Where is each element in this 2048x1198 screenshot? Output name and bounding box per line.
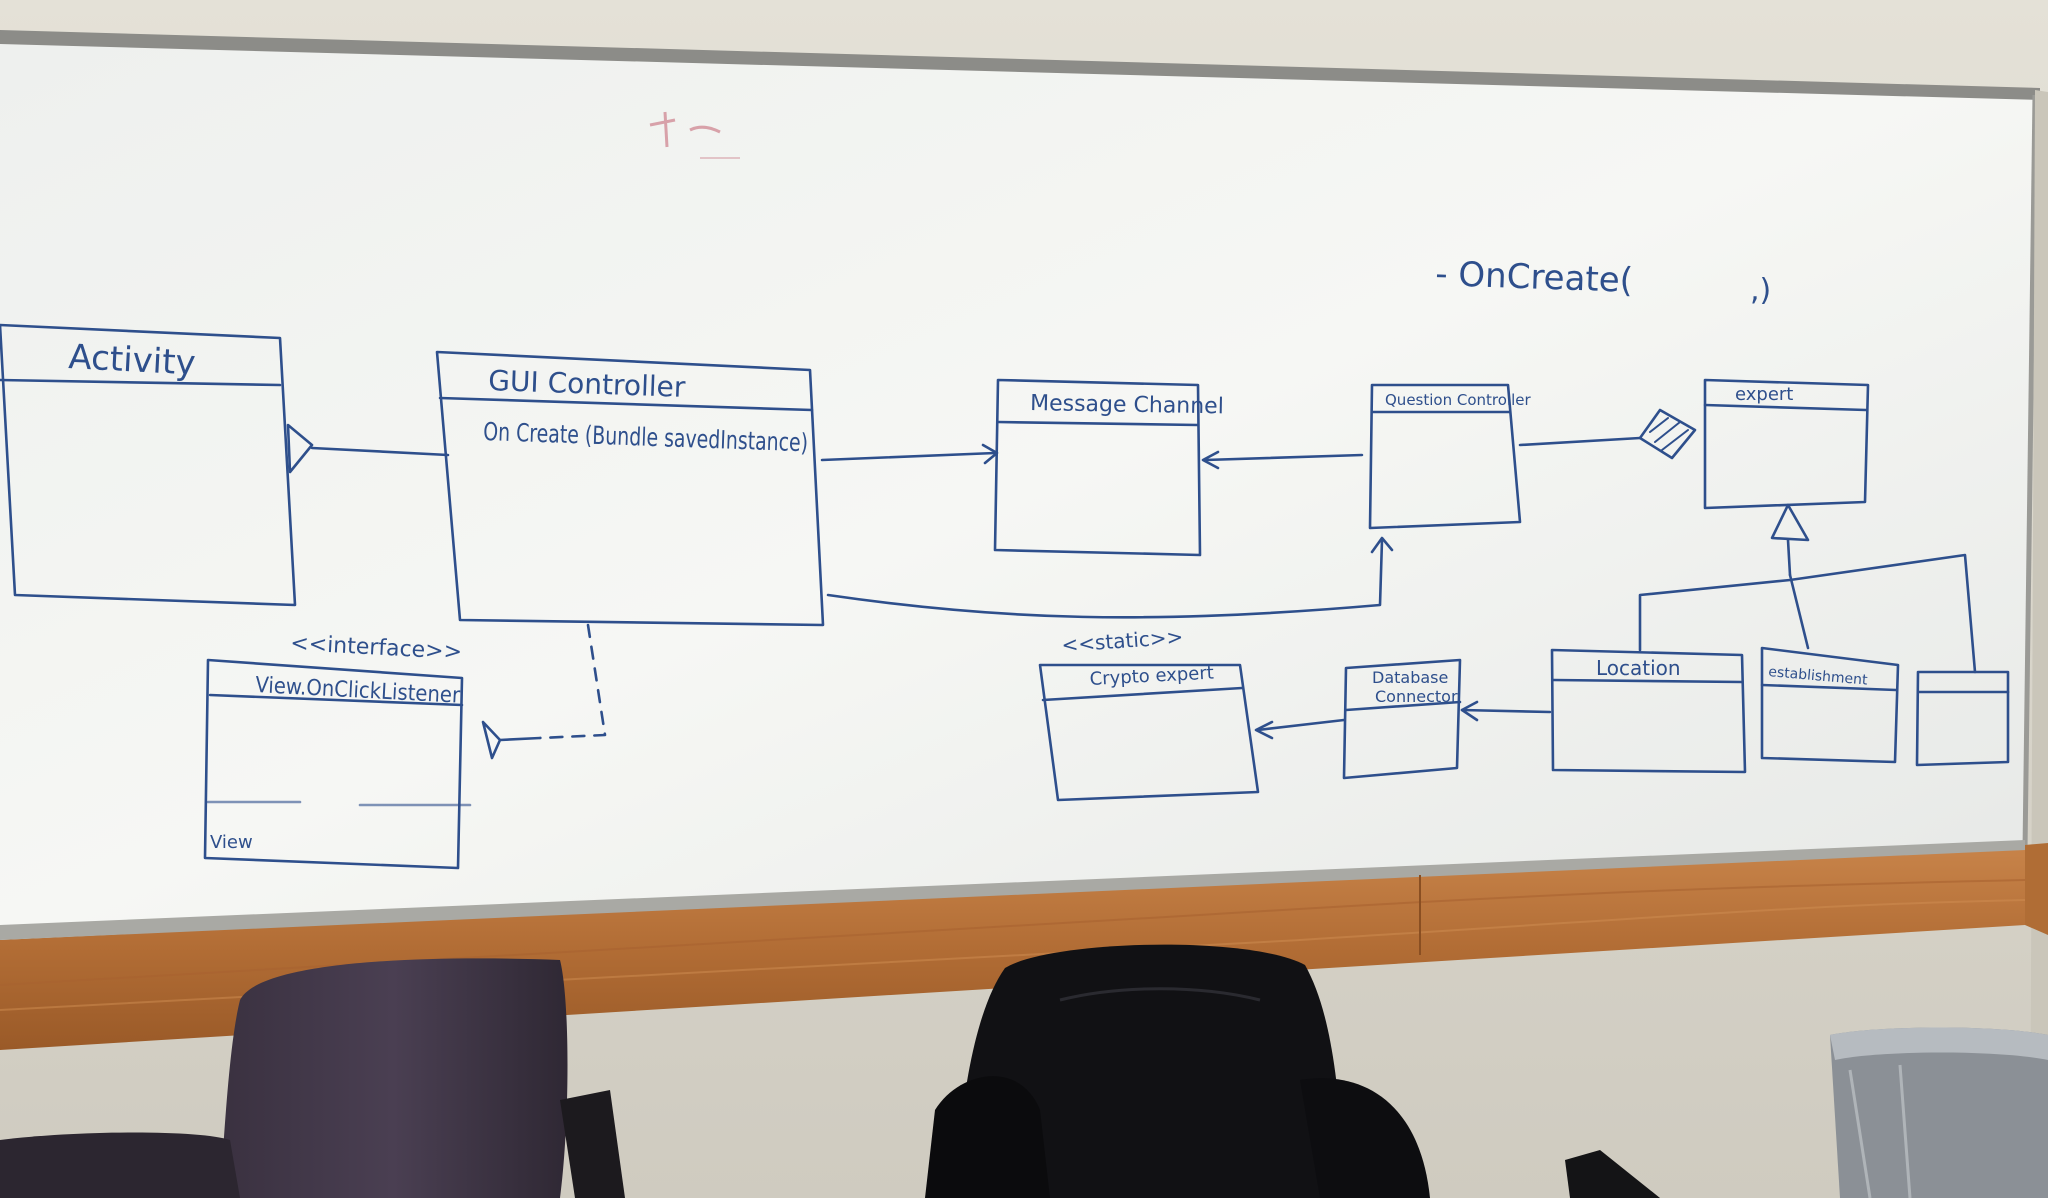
left-chair <box>0 958 625 1198</box>
stray-note-text: - OnCreate( <box>1435 254 1634 301</box>
location-divider <box>1551 678 1744 684</box>
gui-to-activity-line <box>310 446 450 457</box>
whiteboard <box>0 40 2035 940</box>
arrowhead <box>1254 720 1274 740</box>
establishment-divider <box>1760 683 1898 692</box>
expert-class-name: expert <box>1735 384 1793 405</box>
stray-note-tail: ,) <box>1750 273 1771 308</box>
view-listener-member: View <box>210 832 253 853</box>
board-frame-right <box>2022 94 2038 851</box>
view-listener-lower-divider <box>206 800 472 807</box>
diamond-hatch <box>1649 417 1689 451</box>
arrowhead <box>1201 450 1220 470</box>
inheritance-branch-establishment <box>1788 573 1810 650</box>
message-channel-class-box <box>993 378 1202 557</box>
third-subclass-box <box>1915 670 2010 767</box>
inheritance-arrowhead <box>286 423 314 474</box>
crypto-expert-divider <box>1041 686 1244 702</box>
gui-to-question-controller-line <box>826 538 1384 619</box>
aggregation-diamond <box>1638 408 1697 460</box>
message-channel-class-name: Message Channel <box>1030 391 1224 419</box>
activity-class-name: Activity <box>68 337 197 384</box>
location-to-database-line <box>1460 708 1552 714</box>
gui-to-message-channel-line <box>820 451 997 462</box>
inheritance-trunk <box>1786 538 1792 577</box>
expert-divider <box>1703 403 1868 412</box>
expert-inheritance-triangle <box>1770 503 1810 542</box>
database-connector-line2: Connector <box>1375 687 1458 706</box>
arrowhead <box>981 443 999 465</box>
chair-armrest <box>1565 1150 1660 1198</box>
whiteboard-top-rail <box>0 30 2040 100</box>
arrowhead <box>1370 536 1394 554</box>
database-connector-class-box <box>1342 658 1462 780</box>
question-to-expert-line <box>1518 436 1642 447</box>
establishment-class-box <box>1760 646 1900 764</box>
crypto-expert-class-box <box>1038 663 1260 802</box>
question-controller-class-box <box>1368 383 1522 530</box>
realization-dashed-line <box>538 623 607 740</box>
arrowhead <box>1460 700 1479 722</box>
marker-tray <box>0 840 2025 940</box>
gui-controller-class-box <box>435 350 825 627</box>
gui-controller-divider <box>438 396 814 412</box>
gui-controller-class-name: GUI Controller <box>488 364 687 404</box>
question-to-message-channel-line <box>1203 453 1364 462</box>
center-chair <box>925 944 1430 1198</box>
message-channel-divider <box>996 420 1200 427</box>
question-controller-class-name: Question Controller <box>1385 391 1531 409</box>
realization-arrowhead <box>481 720 542 760</box>
location-class-name: Location <box>1596 656 1681 680</box>
trash-bin <box>1830 1027 2048 1198</box>
expert-class-box <box>1703 378 1870 510</box>
location-class-box <box>1550 648 1747 774</box>
database-to-crypto-line <box>1256 718 1346 732</box>
activity-class-box <box>0 323 297 607</box>
view-listener-divider <box>208 693 464 707</box>
view-listener-class-box <box>203 658 464 870</box>
erased-red-marks <box>649 111 721 148</box>
activity-divider <box>0 378 282 387</box>
database-connector-line1: Database <box>1372 668 1448 687</box>
database-connector-divider <box>1344 700 1462 712</box>
corner-trim <box>2025 843 2048 935</box>
